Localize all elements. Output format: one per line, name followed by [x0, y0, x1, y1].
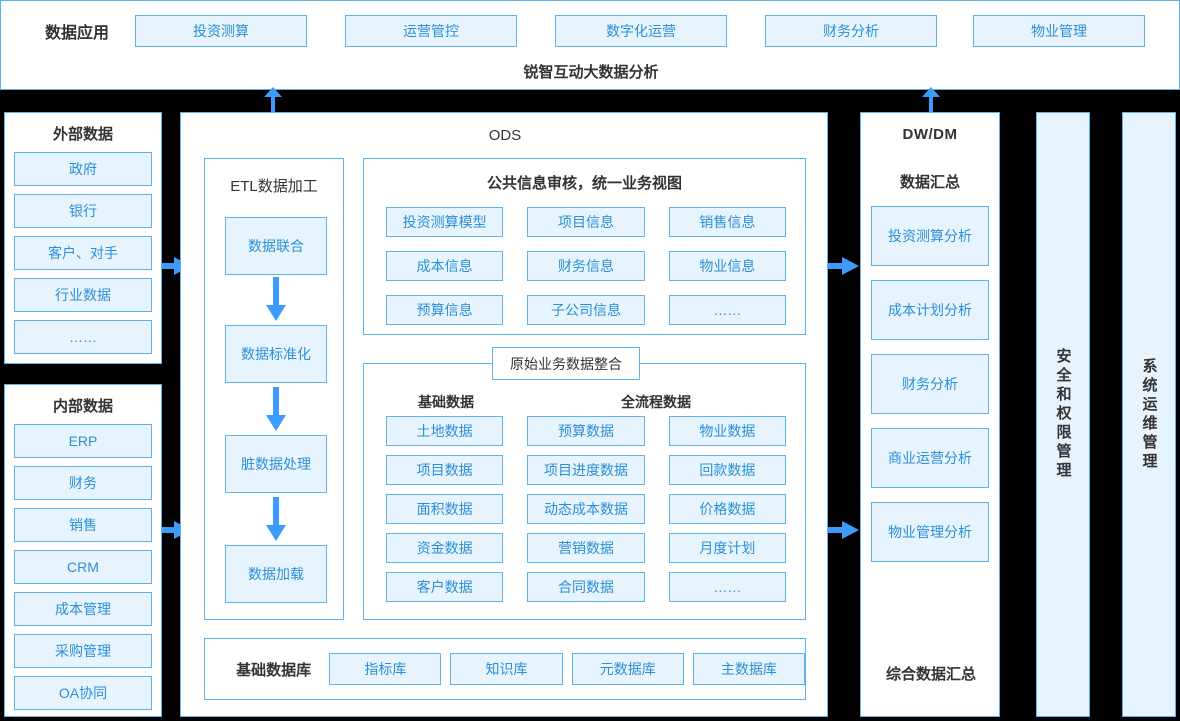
external-data-panel: 外部数据 政府 银行 客户、对手 行业数据 ……: [4, 112, 162, 364]
external-item-government[interactable]: 政府: [14, 152, 152, 186]
arrow-down-etl-1: [266, 277, 286, 321]
raw-integration-tab: 原始业务数据整合: [492, 347, 640, 380]
public-info-panel: 公共信息审核，统一业务视图 投资测算模型 项目信息 销售信息 成本信息 财务信息…: [363, 158, 806, 335]
raw-item-land[interactable]: 土地数据: [386, 416, 504, 446]
external-item-more[interactable]: ……: [14, 320, 152, 354]
etl-step-standardize[interactable]: 数据标准化: [225, 325, 327, 383]
internal-data-title: 内部数据: [52, 398, 113, 415]
etl-title: ETL数据加工: [230, 178, 318, 195]
data-application-band: 数据应用 投资测算 运营管控 数字化运营 财务分析 物业管理 锐智互动大数据分析: [0, 0, 1180, 90]
arrow-right-ods-to-dw-top: [820, 257, 859, 275]
base-database-panel: 基础数据库 指标库 知识库 元数据库 主数据库: [204, 638, 806, 700]
public-info-item-finance[interactable]: 财务信息: [527, 251, 645, 281]
app-chip-property[interactable]: 物业管理: [973, 15, 1145, 47]
dw-item-investment-analysis[interactable]: 投资测算分析: [871, 206, 989, 266]
public-info-item-cost[interactable]: 成本信息: [386, 251, 504, 281]
raw-item-project-progress[interactable]: 项目进度数据: [527, 455, 645, 485]
dw-dm-title: DW/DM: [902, 126, 958, 143]
dw-item-commercial-ops-analysis[interactable]: 商业运营分析: [871, 428, 989, 488]
base-db-item-master[interactable]: 主数据库: [692, 653, 805, 685]
etl-step-join[interactable]: 数据联合: [225, 217, 327, 275]
public-info-item-subsidiary[interactable]: 子公司信息: [527, 295, 645, 325]
raw-item-budget[interactable]: 预算数据: [527, 416, 645, 446]
raw-item-project[interactable]: 项目数据: [386, 455, 504, 485]
internal-item-sales[interactable]: 销售: [14, 508, 152, 542]
security-permission-panel: 安全和权限管理: [1036, 112, 1090, 717]
etl-panel: ETL数据加工 数据联合 数据标准化 脏数据处理 数据加载: [204, 158, 344, 620]
public-info-grid: 投资测算模型 项目信息 销售信息 成本信息 财务信息 物业信息 预算信息 子公司…: [386, 207, 786, 325]
raw-integration-grid: 土地数据 预算数据 物业数据 项目数据 项目进度数据 回款数据 面积数据 动态成…: [386, 416, 786, 602]
system-ops-panel: 系统运维管理: [1122, 112, 1176, 717]
raw-item-dynamic-cost[interactable]: 动态成本数据: [527, 494, 645, 524]
dw-item-finance-analysis[interactable]: 财务分析: [871, 354, 989, 414]
internal-data-panel: 内部数据 ERP 财务 销售 CRM 成本管理 采购管理 OA协同: [4, 384, 162, 717]
raw-item-more[interactable]: ……: [668, 572, 786, 602]
external-item-bank[interactable]: 银行: [14, 194, 152, 228]
raw-item-marketing[interactable]: 营销数据: [527, 533, 645, 563]
ods-panel: ODS ETL数据加工 数据联合 数据标准化 脏数据处理 数据加载 公共信息审核…: [180, 112, 828, 717]
raw-item-monthly-plan[interactable]: 月度计划: [668, 533, 786, 563]
app-chip-finance[interactable]: 财务分析: [765, 15, 937, 47]
dw-dm-subtitle: 数据汇总: [899, 174, 960, 191]
public-info-item-budget[interactable]: 预算信息: [386, 295, 504, 325]
app-chip-digital[interactable]: 数字化运营: [555, 15, 727, 47]
security-permission-label: 安全和权限管理: [1054, 348, 1072, 481]
system-ops-label: 系统运维管理: [1140, 357, 1158, 472]
dw-item-cost-plan-analysis[interactable]: 成本计划分析: [871, 280, 989, 340]
platform-title: 锐智互动大数据分析: [523, 64, 659, 81]
public-info-item-more[interactable]: ……: [668, 295, 786, 325]
raw-item-customer[interactable]: 客户数据: [386, 572, 504, 602]
raw-head-full-process-data: 全流程数据: [621, 394, 691, 410]
arrow-down-etl-2: [266, 387, 286, 431]
raw-item-collection[interactable]: 回款数据: [668, 455, 786, 485]
arrow-up-dw-to-apps: [922, 87, 940, 114]
base-database-label: 基础数据库: [236, 661, 312, 679]
app-chip-investment[interactable]: 投资测算: [135, 15, 307, 47]
internal-item-finance[interactable]: 财务: [14, 466, 152, 500]
dw-item-property-mgmt-analysis[interactable]: 物业管理分析: [871, 502, 989, 562]
etl-step-load[interactable]: 数据加载: [225, 545, 327, 603]
base-db-item-knowledge[interactable]: 知识库: [450, 653, 563, 685]
app-chip-operations[interactable]: 运营管控: [345, 15, 517, 47]
public-info-item-sales[interactable]: 销售信息: [668, 207, 786, 237]
etl-step-dirty-data[interactable]: 脏数据处理: [225, 435, 327, 493]
raw-item-price[interactable]: 价格数据: [668, 494, 786, 524]
external-item-industry[interactable]: 行业数据: [14, 278, 152, 312]
external-data-title: 外部数据: [52, 126, 113, 143]
raw-item-area[interactable]: 面积数据: [386, 494, 504, 524]
internal-item-procurement[interactable]: 采购管理: [14, 634, 152, 668]
base-db-item-indicator[interactable]: 指标库: [329, 653, 442, 685]
dw-dm-footer: 综合数据汇总: [885, 666, 976, 683]
raw-item-property[interactable]: 物业数据: [668, 416, 786, 446]
ods-title: ODS: [488, 127, 522, 144]
base-db-item-metadata[interactable]: 元数据库: [571, 653, 684, 685]
arrow-right-ods-to-dw-bottom: [820, 521, 859, 539]
public-info-item-property[interactable]: 物业信息: [668, 251, 786, 281]
raw-item-funds[interactable]: 资金数据: [386, 533, 504, 563]
internal-item-crm[interactable]: CRM: [14, 550, 152, 584]
raw-head-basic-data: 基础数据: [418, 394, 474, 410]
external-item-customer-competitor[interactable]: 客户、对手: [14, 236, 152, 270]
internal-item-oa[interactable]: OA协同: [14, 676, 152, 710]
public-info-title: 公共信息审核，统一业务视图: [486, 175, 682, 192]
internal-item-cost[interactable]: 成本管理: [14, 592, 152, 626]
dw-dm-panel: DW/DM 数据汇总 投资测算分析 成本计划分析 财务分析 商业运营分析 物业管…: [860, 112, 1000, 717]
data-application-label: 数据应用: [44, 25, 109, 42]
arrow-down-etl-3: [266, 497, 286, 541]
raw-integration-panel: 原始业务数据整合 基础数据 全流程数据 土地数据 预算数据 物业数据 项目数据 …: [363, 347, 806, 620]
raw-item-contract[interactable]: 合同数据: [527, 572, 645, 602]
internal-item-erp[interactable]: ERP: [14, 424, 152, 458]
public-info-item-investment-model[interactable]: 投资测算模型: [386, 207, 504, 237]
public-info-item-project[interactable]: 项目信息: [527, 207, 645, 237]
arrow-up-ods-to-apps: [264, 87, 282, 114]
